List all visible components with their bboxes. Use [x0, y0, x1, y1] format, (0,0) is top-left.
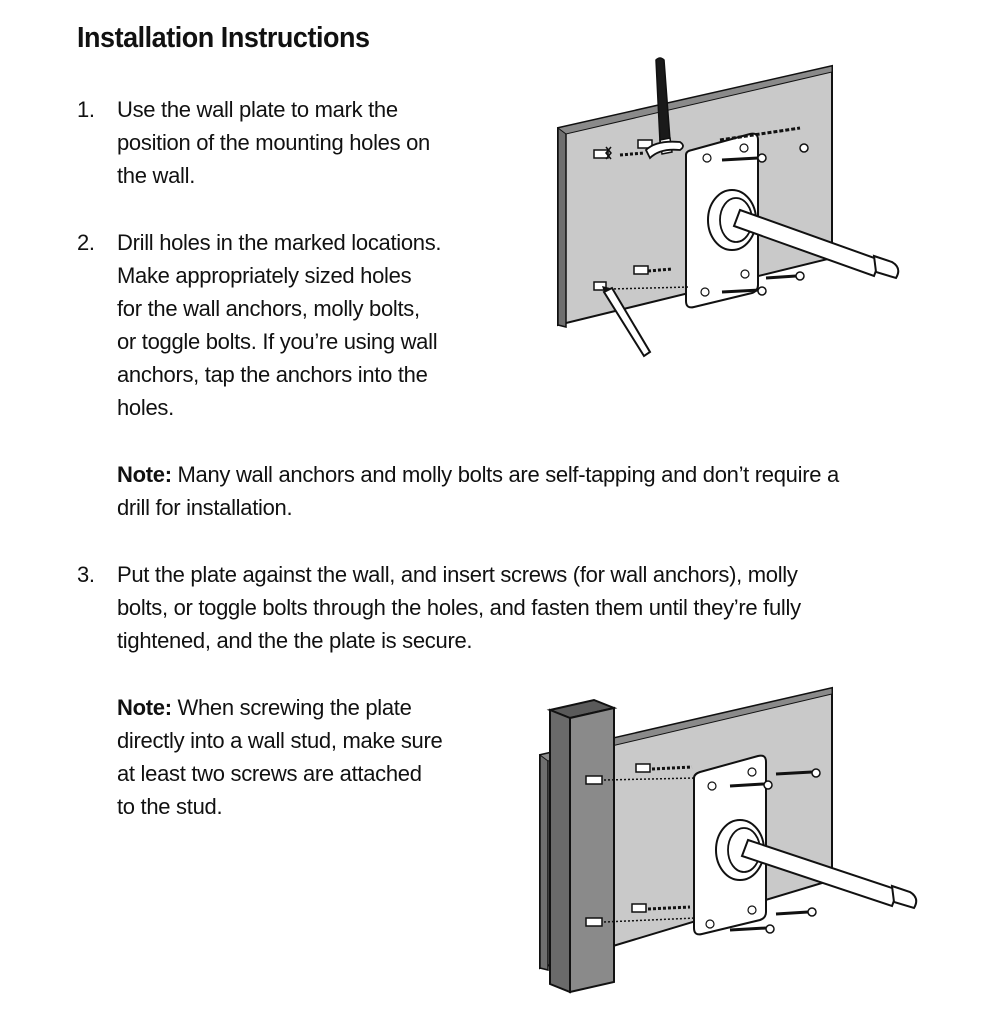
step-line: or toggle bolts. If you’re using wall	[117, 329, 438, 354]
note-2: Note: When screwing the plate directly i…	[117, 691, 443, 823]
anchor-stud-bottom-icon	[585, 917, 697, 927]
note-label: Note:	[117, 462, 172, 487]
step-number: 1.	[77, 97, 95, 122]
step-text: Use the wall plate to mark the position …	[117, 93, 430, 192]
step-line: tightened, and the the plate is secure.	[117, 628, 473, 653]
step-line: for the wall anchors, molly bolts,	[117, 296, 420, 321]
note-text: When screwing the plate	[171, 695, 412, 720]
wall-mount-stud-illustration	[538, 686, 918, 994]
note-line: to the stud.	[117, 794, 223, 819]
step-line: Put the plate against the wall, and inse…	[117, 562, 798, 587]
step-line: holes.	[117, 395, 174, 420]
anchor-top-left-icon	[593, 146, 645, 160]
anchor-bottom-icon	[593, 265, 691, 291]
note-line: drill for installation.	[117, 495, 293, 520]
screw-bottom-icon	[729, 907, 817, 934]
step-text: Put the plate against the wall, and inse…	[117, 558, 801, 657]
rod-icon	[732, 208, 900, 280]
step-text: Drill holes in the marked locations. Mak…	[117, 226, 442, 424]
step-line: the wall.	[117, 163, 196, 188]
step-line: bolts, or toggle bolts through the holes…	[117, 595, 801, 620]
wall-top-edge	[556, 65, 833, 135]
wall-mount-marking-illustration	[556, 57, 900, 358]
note-line: Note: Many wall anchors and molly bolts …	[117, 458, 839, 491]
page-title: Installation Instructions	[77, 22, 370, 54]
step-line: position of the mounting holes on	[117, 130, 430, 155]
wall-stud-icon	[546, 698, 618, 994]
wall-edge	[557, 127, 567, 328]
rod-icon	[740, 838, 918, 910]
wall-edge	[539, 754, 549, 971]
note-label: Note:	[117, 695, 172, 720]
note-text: Many wall anchors and molly bolts are se…	[171, 462, 840, 487]
note-line: directly into a wall stud, make sure	[117, 728, 443, 753]
screw-top-icon	[719, 126, 809, 163]
note-line: at least two screws are attached	[117, 761, 422, 786]
pencil-icon	[602, 286, 652, 358]
wall-plate-icon	[685, 132, 759, 309]
note-line: Note: When screwing the plate	[117, 691, 442, 724]
anchor-wall-icon	[631, 763, 693, 913]
screw-top-icon	[729, 768, 821, 790]
step-line: anchors, tap the anchors into the	[117, 362, 428, 387]
anchor-stud-top-icon	[585, 775, 697, 785]
step-number: 2.	[77, 230, 95, 255]
step-line: Make appropriately sized holes	[117, 263, 412, 288]
step-line: Use the wall plate to mark the	[117, 97, 398, 122]
note-1: Note: Many wall anchors and molly bolts …	[117, 458, 839, 524]
step-number: 3.	[77, 562, 95, 587]
hammer-icon	[644, 57, 684, 160]
screw-bottom-icon	[721, 271, 805, 296]
step-line: Drill holes in the marked locations.	[117, 230, 442, 255]
